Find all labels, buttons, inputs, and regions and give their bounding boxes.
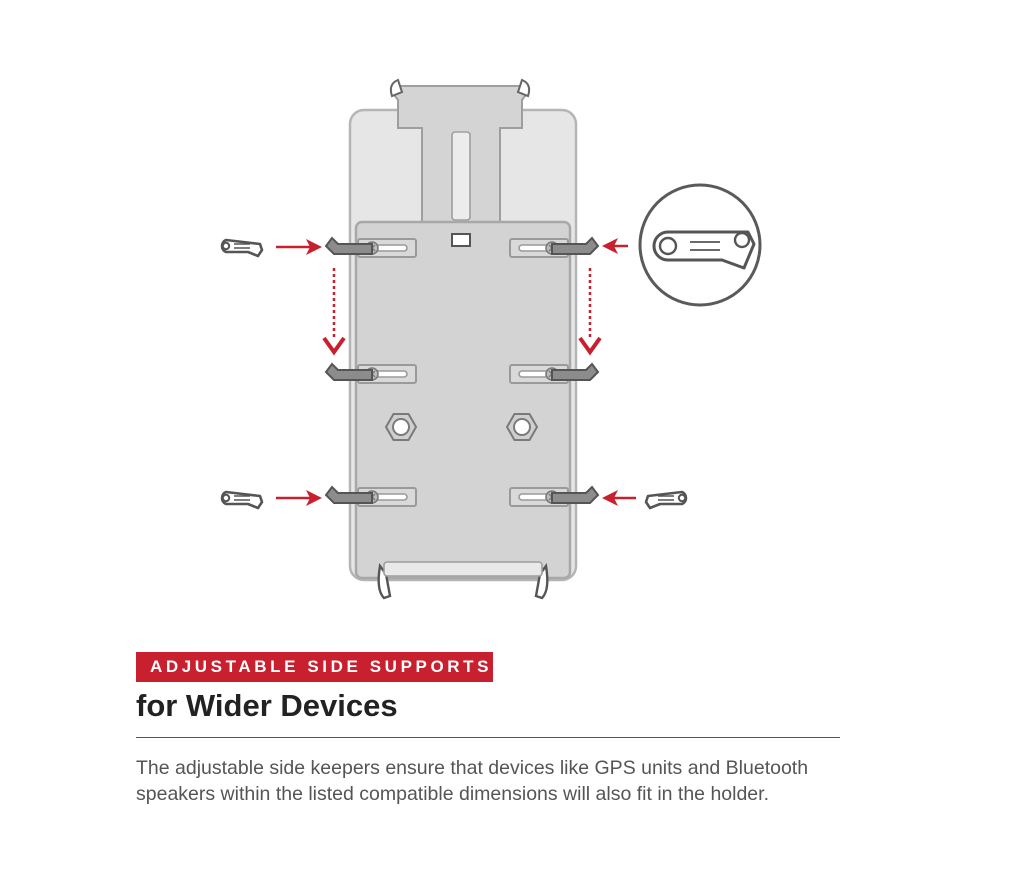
headline: for Wider Devices <box>136 688 398 723</box>
holder-diagram <box>220 78 762 600</box>
divider <box>136 737 840 738</box>
magnified-keeper-detail-icon <box>638 183 762 307</box>
section-tag: ADJUSTABLE SIDE SUPPORTS <box>136 652 493 682</box>
red-arrow-icon <box>276 238 636 506</box>
phone-holder-cradle-icon <box>348 78 578 600</box>
description: The adjustable side keepers ensure that … <box>136 757 809 805</box>
